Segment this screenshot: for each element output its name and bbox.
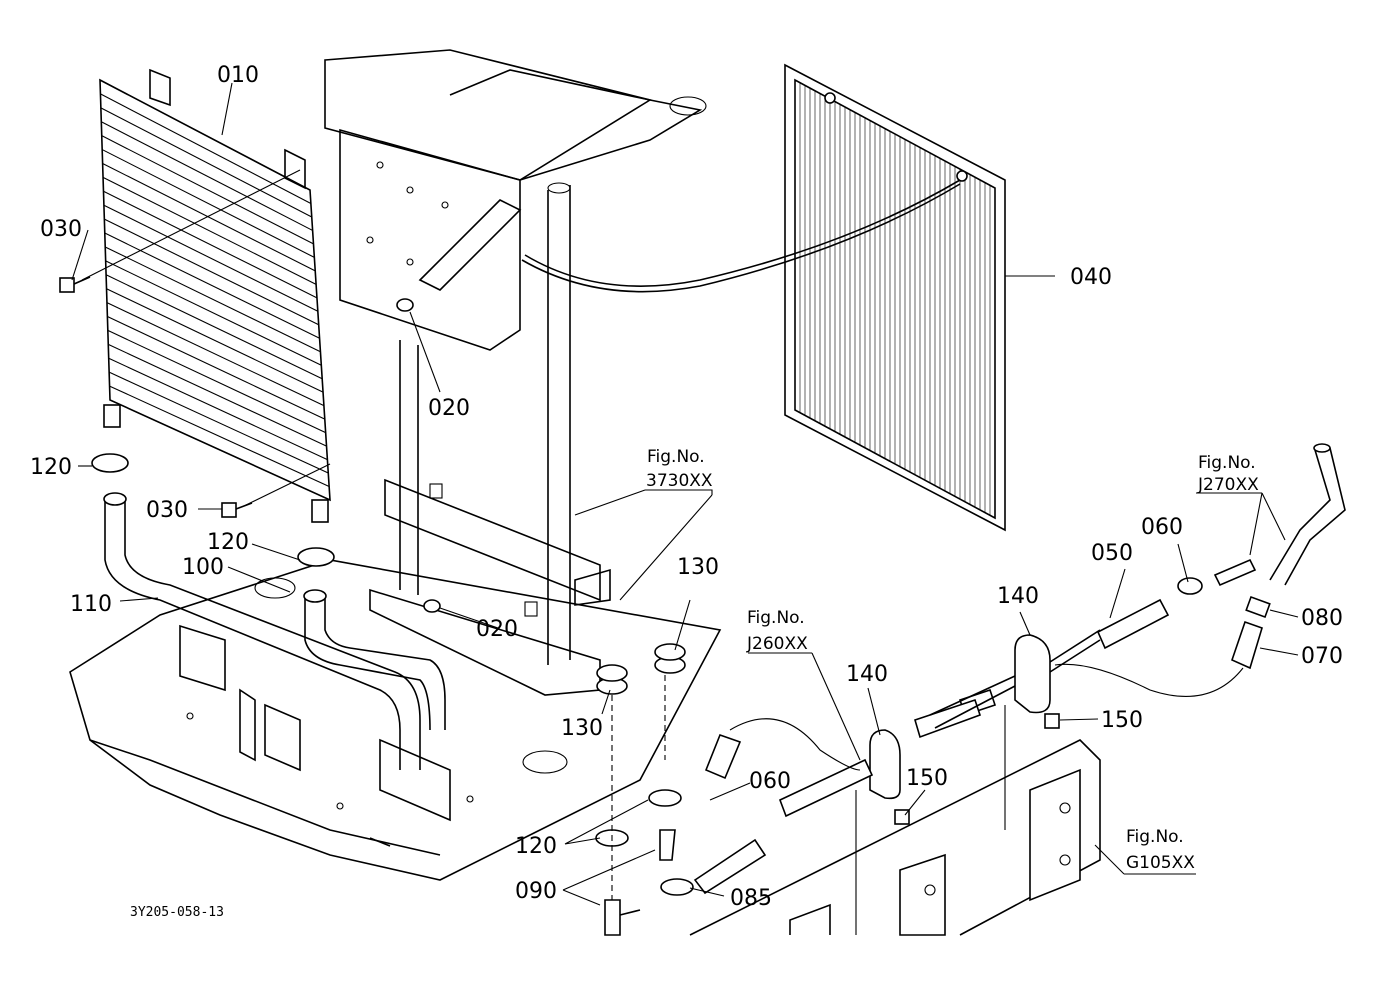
cooler-fin [100,107,312,218]
fig-ref-label: Fig.No. [1198,453,1256,473]
label-140: 140 [846,662,888,687]
dust-screen [521,63,1006,532]
label-030: 030 [40,217,82,242]
label-130: 130 [677,555,719,580]
base-plate [69,559,722,881]
cooler-fin [105,274,323,380]
fig-ref-code: 3730XX [646,471,713,491]
part-labels: 010 030 020 040 120 030 120 100 110 020 … [30,63,1343,911]
cooler-fin [102,162,316,272]
label-120: 120 [207,530,249,555]
label-060: 060 [1141,515,1183,540]
label-140: 140 [997,584,1039,609]
label-120: 120 [515,834,557,859]
cooler-fin [104,218,319,326]
cooler-fin [108,343,327,447]
drawing-code: 3Y205-058-13 [130,905,224,920]
cooler-fin [102,176,317,285]
label-070: 070 [1301,644,1343,669]
label-020: 020 [428,396,470,421]
cooler-fin [104,246,321,353]
label-120: 120 [30,455,72,480]
cooler-fin [106,288,324,393]
hose-110 [103,492,421,770]
label-010: 010 [217,63,259,88]
label-060: 060 [749,769,791,794]
label-130: 130 [561,716,603,741]
label-050: 050 [1091,541,1133,566]
cooler-fin [108,371,329,474]
fig-ref-code: J270XX [1197,475,1259,495]
cooler-fin [109,385,330,488]
fuel-line [604,443,1346,936]
cooler-fin [106,302,325,407]
label-080: 080 [1301,606,1343,631]
figure-references: Fig.No. 3730XX Fig.No. J270XX Fig.No. J2… [646,447,1259,873]
leader-lines [71,82,1299,906]
cooler-fin [101,135,314,245]
label-110: 110 [70,592,112,617]
fig-ref-code: G105XX [1126,853,1195,873]
fig-ref-label: Fig.No. [747,608,805,628]
cooler-fin [101,149,315,258]
cooler-fin [103,204,319,312]
cooler-fin [99,79,311,191]
fig-ref-code: J260XX [746,634,808,654]
cooler-fin [107,329,326,434]
frame-assembly [324,49,707,696]
cooler-fin [105,260,322,366]
cooler-fin [108,357,328,461]
cooler-fin [100,93,312,204]
hose-100 [303,589,446,731]
cooler-fin [109,399,331,501]
cooler-fin [104,232,320,339]
label-030: 030 [146,498,188,523]
label-090: 090 [515,879,557,904]
label-100: 100 [182,555,224,580]
oil-cooler [99,68,331,523]
fig-ref-label: Fig.No. [647,447,705,467]
cooler-fin [101,121,313,231]
lower-block [689,739,1101,936]
cooler-fin [103,190,318,299]
label-020: 020 [476,617,518,642]
label-040: 040 [1070,265,1112,290]
label-150: 150 [1101,708,1143,733]
rubber-mount [596,643,686,920]
bolt [59,169,331,518]
cooler-fin [107,316,326,420]
label-150: 150 [906,766,948,791]
fig-ref-label: Fig.No. [1126,827,1184,847]
label-085: 085 [730,886,772,911]
